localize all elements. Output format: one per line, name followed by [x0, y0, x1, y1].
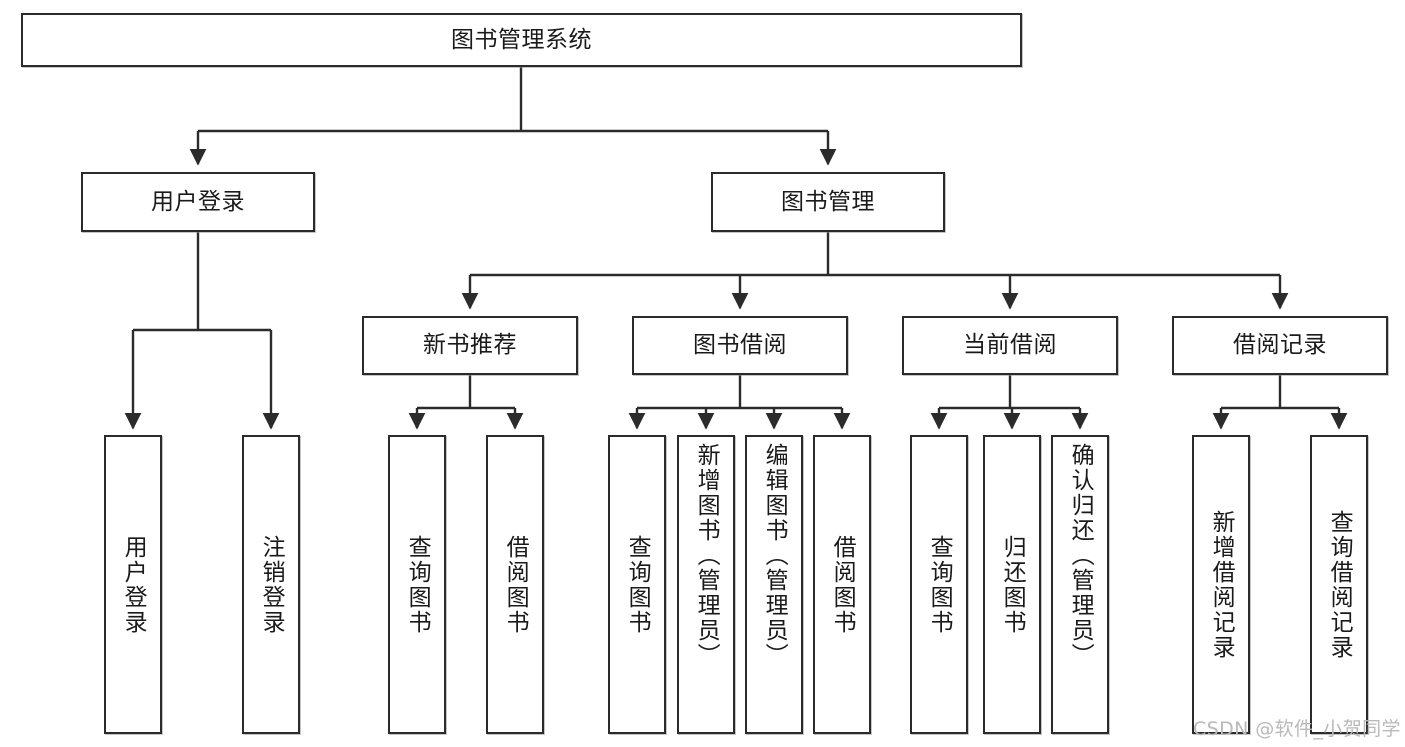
- node-leaf-borrow-book-2[interactable]: 借阅图书: [813, 435, 871, 734]
- node-leaf-edit-book[interactable]: 编辑图书（管理员）: [745, 435, 803, 734]
- node-book-borrow-label: 图书借阅: [693, 332, 787, 359]
- node-leaf-add-record[interactable]: 新增借阅记录: [1192, 435, 1250, 734]
- node-root-label: 图书管理系统: [451, 26, 592, 53]
- node-leaf-logout-login[interactable]: 注销登录: [242, 435, 300, 734]
- node-leaf-return-book[interactable]: 归还图书: [983, 435, 1041, 734]
- node-root[interactable]: 图书管理系统: [21, 13, 1022, 67]
- node-leaf-add-book[interactable]: 新增图书（管理员）: [677, 435, 735, 734]
- node-leaf-add-record-label: 新增借阅记录: [1208, 509, 1235, 660]
- node-book-borrow[interactable]: 图书借阅: [632, 316, 848, 375]
- node-leaf-confirm-return-label: 确认归还（管理员）: [1067, 443, 1094, 668]
- node-leaf-edit-book-label: 编辑图书（管理员）: [761, 443, 788, 668]
- node-new-book-recommend-label: 新书推荐: [423, 332, 517, 359]
- node-leaf-query-book-1-label: 查询图书: [404, 534, 431, 635]
- node-user-login[interactable]: 用户登录: [81, 172, 315, 232]
- node-user-login-label: 用户登录: [151, 188, 245, 215]
- node-leaf-query-book-3[interactable]: 查询图书: [910, 435, 968, 734]
- node-leaf-query-book-2[interactable]: 查询图书: [608, 435, 666, 734]
- node-leaf-query-book-3-label: 查询图书: [926, 534, 953, 635]
- node-leaf-confirm-return[interactable]: 确认归还（管理员）: [1051, 435, 1109, 734]
- node-book-manage[interactable]: 图书管理: [711, 172, 945, 232]
- node-leaf-add-book-label: 新增图书（管理员）: [693, 443, 720, 668]
- node-borrow-record-label: 借阅记录: [1233, 332, 1327, 359]
- node-current-borrow[interactable]: 当前借阅: [902, 316, 1118, 375]
- watermark-text: CSDN @软件_小贺同学: [1193, 718, 1401, 740]
- node-borrow-record[interactable]: 借阅记录: [1172, 316, 1388, 375]
- node-current-borrow-label: 当前借阅: [963, 332, 1057, 359]
- node-leaf-query-record-label: 查询借阅记录: [1326, 509, 1353, 660]
- node-leaf-logout-login-label: 注销登录: [258, 534, 285, 635]
- node-new-book-recommend[interactable]: 新书推荐: [362, 316, 578, 375]
- node-leaf-return-book-label: 归还图书: [999, 534, 1026, 635]
- node-leaf-query-book-2-label: 查询图书: [624, 534, 651, 635]
- node-leaf-borrow-book-2-label: 借阅图书: [829, 534, 856, 635]
- node-leaf-query-book-1[interactable]: 查询图书: [388, 435, 446, 734]
- node-leaf-user-login[interactable]: 用户登录: [104, 435, 162, 734]
- node-leaf-borrow-book-1[interactable]: 借阅图书: [486, 435, 544, 734]
- node-leaf-borrow-book-1-label: 借阅图书: [502, 534, 529, 635]
- node-leaf-user-login-label: 用户登录: [120, 534, 147, 635]
- node-book-manage-label: 图书管理: [781, 188, 875, 215]
- node-leaf-query-record[interactable]: 查询借阅记录: [1310, 435, 1368, 734]
